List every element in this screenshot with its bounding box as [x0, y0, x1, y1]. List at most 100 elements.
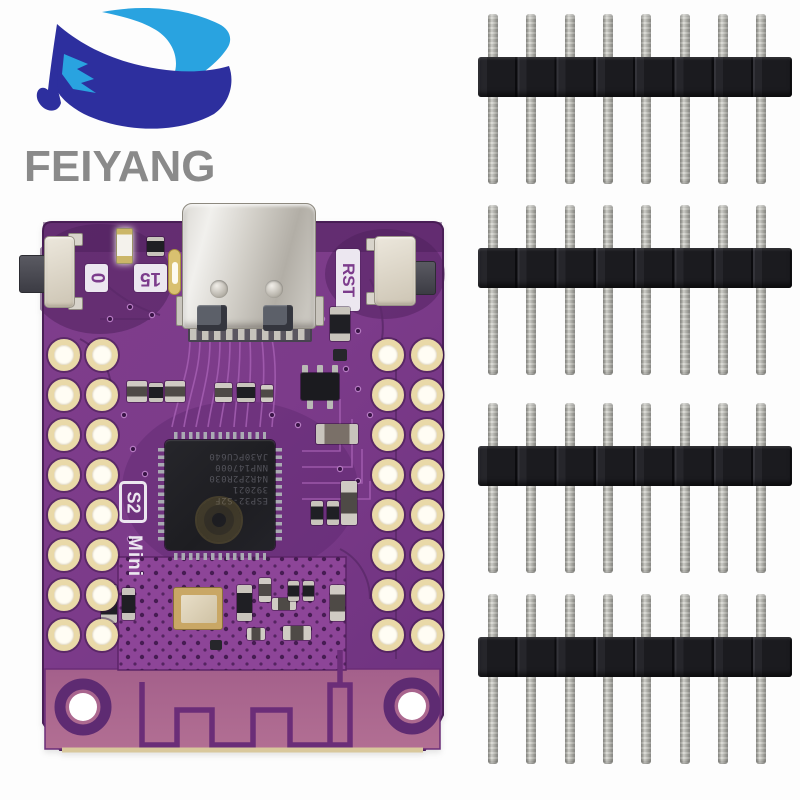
usb-slot — [263, 305, 293, 331]
header-pin — [488, 403, 498, 573]
header-pin — [488, 14, 498, 184]
through-hole-pad — [372, 459, 404, 491]
through-hole-pad — [411, 499, 443, 531]
header-pin — [717, 403, 728, 573]
through-hole-pad — [372, 619, 404, 651]
through-hole-pad — [372, 539, 404, 571]
header-pin — [717, 205, 728, 375]
reset-button-actuator — [414, 261, 436, 295]
header-pin — [641, 594, 652, 764]
header-pin — [756, 594, 767, 764]
pin-header — [478, 594, 792, 764]
smd-component — [122, 588, 135, 620]
logo-flag-icon — [36, 8, 232, 129]
through-hole-pad — [86, 539, 118, 571]
header-pin — [679, 14, 690, 184]
header-pin — [641, 14, 652, 184]
usb-solder-tab-right — [315, 296, 324, 326]
smd-component — [341, 481, 357, 525]
through-hole-pad — [411, 619, 443, 651]
through-hole-pad — [86, 579, 118, 611]
header-pin — [717, 594, 728, 764]
chip-pins-left — [158, 448, 165, 544]
label-reset: RST — [336, 249, 360, 311]
through-hole-pad — [411, 579, 443, 611]
voltage-regulator — [296, 364, 346, 410]
capacitor — [316, 424, 358, 444]
reset-button — [374, 236, 416, 306]
led — [116, 228, 133, 264]
chip-pins-right — [275, 448, 282, 544]
through-hole-pad — [86, 339, 118, 371]
logo-flag-pole — [36, 24, 61, 111]
usb-dimple — [265, 280, 283, 298]
boot-button-actuator — [19, 255, 46, 293]
smd-component — [237, 383, 255, 402]
smd-component — [147, 237, 164, 256]
ground-plane-vias — [118, 557, 346, 670]
smd-component — [330, 585, 345, 621]
smd-component — [288, 581, 299, 601]
through-hole-pad — [372, 579, 404, 611]
through-hole-pad — [86, 379, 118, 411]
header-pin — [526, 14, 537, 184]
castellated-pad — [168, 249, 181, 295]
header-pin — [564, 205, 575, 375]
smd-component — [330, 307, 350, 341]
brand-name: FEIYANG — [24, 142, 216, 191]
header-pin — [756, 14, 767, 184]
header-pin — [641, 403, 652, 573]
smd-component — [327, 501, 339, 525]
logo-light-swoosh — [102, 8, 231, 84]
through-hole-pad — [411, 379, 443, 411]
through-hole-pad — [372, 499, 404, 531]
smd-component — [237, 585, 252, 621]
pin-header — [478, 14, 792, 184]
label-boot: 0 — [85, 264, 108, 292]
smd-component — [149, 383, 163, 402]
header-pin — [602, 594, 613, 764]
label-boot-text: 0 — [86, 272, 108, 284]
through-hole-pad — [48, 539, 80, 571]
header-pin — [717, 14, 728, 184]
through-hole-pad — [48, 619, 80, 651]
through-hole-pad — [411, 339, 443, 371]
esp32-s2-chip: ESP32-S2F 392021 N4R2P2R030 NNP147000 JA… — [165, 440, 275, 550]
header-pin — [756, 403, 767, 573]
label-gpio15: 15 — [134, 264, 167, 292]
header-pin — [526, 205, 537, 375]
label-gpio15-text: 15 — [139, 268, 162, 289]
through-hole-pad — [48, 459, 80, 491]
header-pin — [488, 594, 498, 764]
through-hole-pad — [48, 339, 80, 371]
smd-component — [127, 381, 147, 402]
header-pin — [564, 594, 575, 764]
through-hole-pad — [48, 419, 80, 451]
smd-component — [210, 640, 222, 650]
header-pin — [679, 205, 690, 375]
smd-component — [303, 581, 314, 601]
label-model-text: S2 — [123, 490, 144, 514]
usb-dimple — [210, 280, 228, 298]
header-insulator — [478, 637, 792, 677]
header-pin — [756, 205, 767, 375]
through-hole-pad — [48, 499, 80, 531]
espressif-logo-icon — [195, 496, 243, 544]
through-hole-pad — [86, 419, 118, 451]
header-pin — [679, 403, 690, 573]
header-pin — [564, 403, 575, 573]
through-hole-pad — [48, 379, 80, 411]
mounting-hole — [54, 678, 112, 736]
smd-component — [311, 501, 323, 525]
through-hole-pad — [411, 459, 443, 491]
header-pin — [679, 594, 690, 764]
smd-component — [261, 385, 273, 402]
header-pin — [488, 205, 498, 375]
through-hole-pad — [372, 339, 404, 371]
header-insulator — [478, 446, 792, 486]
crystal-oscillator — [173, 587, 223, 630]
smd-component — [215, 383, 232, 402]
header-pin — [526, 403, 537, 573]
header-insulator — [478, 248, 792, 288]
